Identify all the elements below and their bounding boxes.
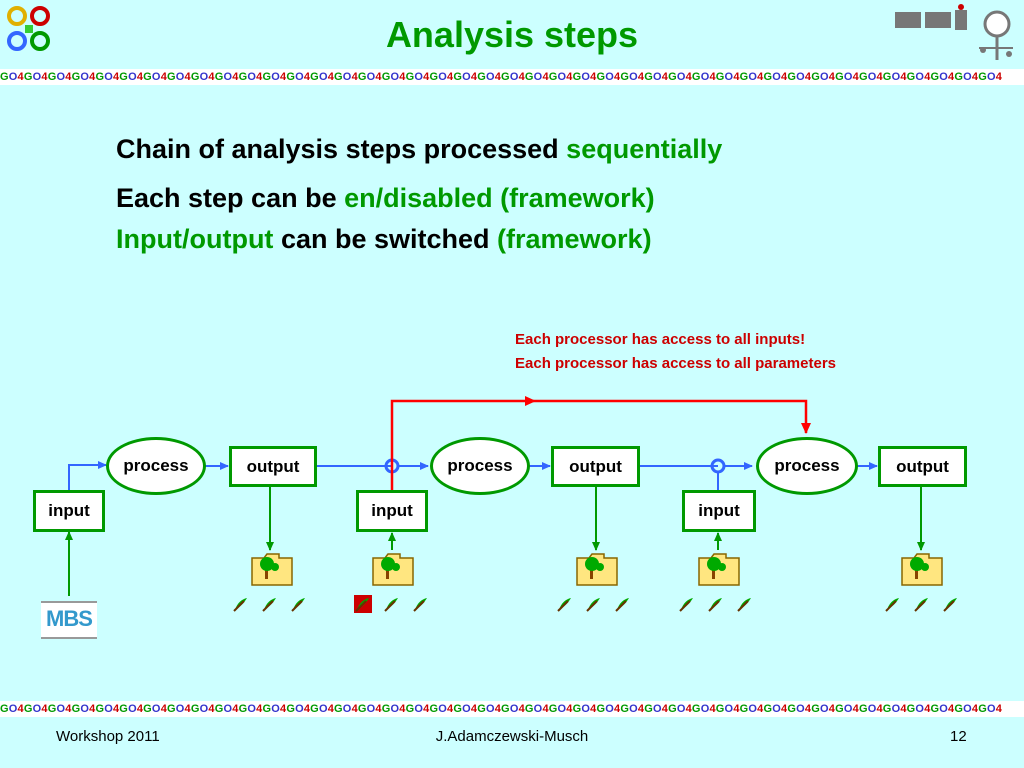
footer-event: Workshop 2011 bbox=[56, 728, 160, 745]
output-step-1: output bbox=[229, 446, 317, 487]
note-inputs: Each processor has access to all inputs! bbox=[515, 331, 806, 348]
input-step-3: input bbox=[682, 490, 756, 532]
output-step-3: output bbox=[878, 446, 967, 487]
note-parameters: Each processor has access to all paramet… bbox=[515, 355, 837, 372]
process-step-3: process bbox=[756, 437, 858, 495]
process-step-2: process bbox=[430, 437, 530, 495]
go4-band-top: GO4GO4GO4GO4GO4GO4GO4GO4GO4GO4GO4GO4GO4G… bbox=[0, 69, 1024, 85]
bullet-3: Input/output can be switched (framework) bbox=[116, 224, 652, 254]
process-step-1: process bbox=[106, 437, 206, 495]
folder-tree-icon bbox=[251, 553, 293, 586]
go4-logo-icon bbox=[7, 6, 50, 51]
output-step-2: output bbox=[551, 446, 640, 487]
gsi-logo-icon bbox=[895, 4, 1013, 60]
input-step-2: input bbox=[356, 490, 428, 532]
bullet-1: Chain of analysis steps processed sequen… bbox=[116, 134, 723, 164]
folder-tree-icon bbox=[901, 553, 943, 586]
slide-title: Analysis steps bbox=[385, 14, 639, 55]
folder-tree-icon bbox=[372, 553, 414, 586]
footer-page-number: 12 bbox=[950, 728, 967, 745]
folder-tree-icon bbox=[576, 553, 618, 586]
mbs-source-logo: MBS bbox=[41, 601, 97, 639]
folder-tree-icon bbox=[698, 553, 740, 586]
footer-author: J.Adamczewski-Musch bbox=[435, 728, 589, 745]
bullet-2: Each step can be en/disabled (framework) bbox=[116, 183, 655, 213]
go4-band-bottom: GO4GO4GO4GO4GO4GO4GO4GO4GO4GO4GO4GO4GO4G… bbox=[0, 701, 1024, 717]
input-step-1: input bbox=[33, 490, 105, 532]
